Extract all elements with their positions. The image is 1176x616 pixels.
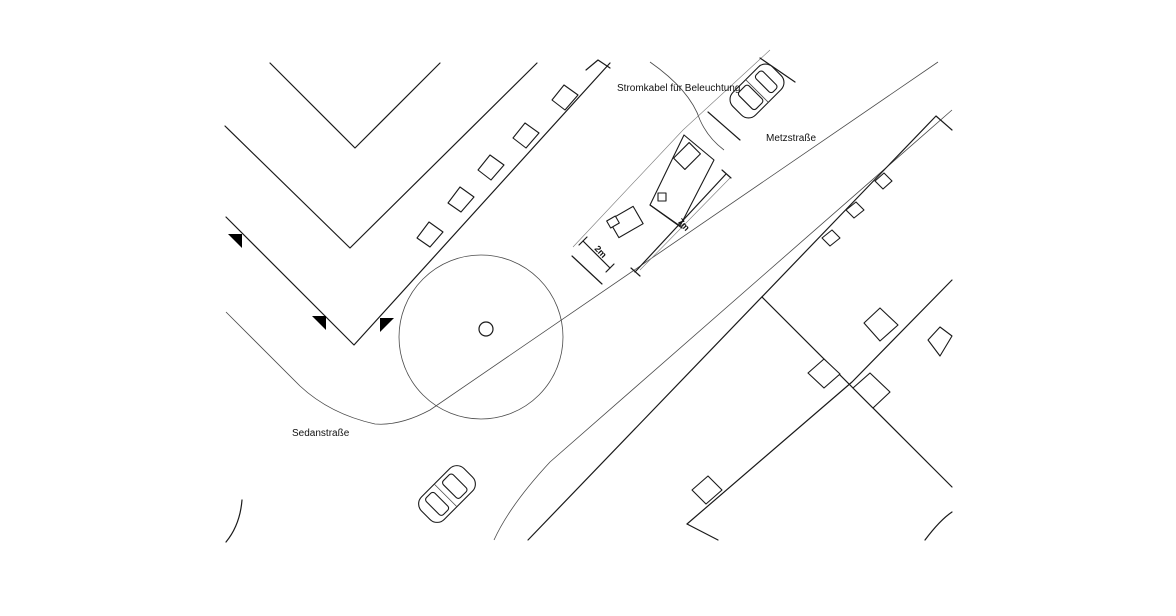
entrance-markers (228, 234, 394, 332)
cable-label: Stromkabel für Beleuchtung (617, 83, 740, 94)
dimension-width-label: 2m (593, 244, 609, 260)
building-block-outlines (224, 62, 611, 346)
street-label-west: Sedanstraße (292, 428, 350, 439)
tree (398, 254, 564, 420)
street-label-east: Metzstraße (766, 133, 816, 144)
work-area (571, 49, 796, 285)
car-top (729, 63, 785, 119)
row-of-small-houses (416, 59, 611, 248)
right-buildings (527, 115, 953, 541)
road-edges (225, 61, 953, 543)
car-bottom (418, 465, 476, 523)
dimension-lines: 7m 2m (578, 169, 732, 277)
